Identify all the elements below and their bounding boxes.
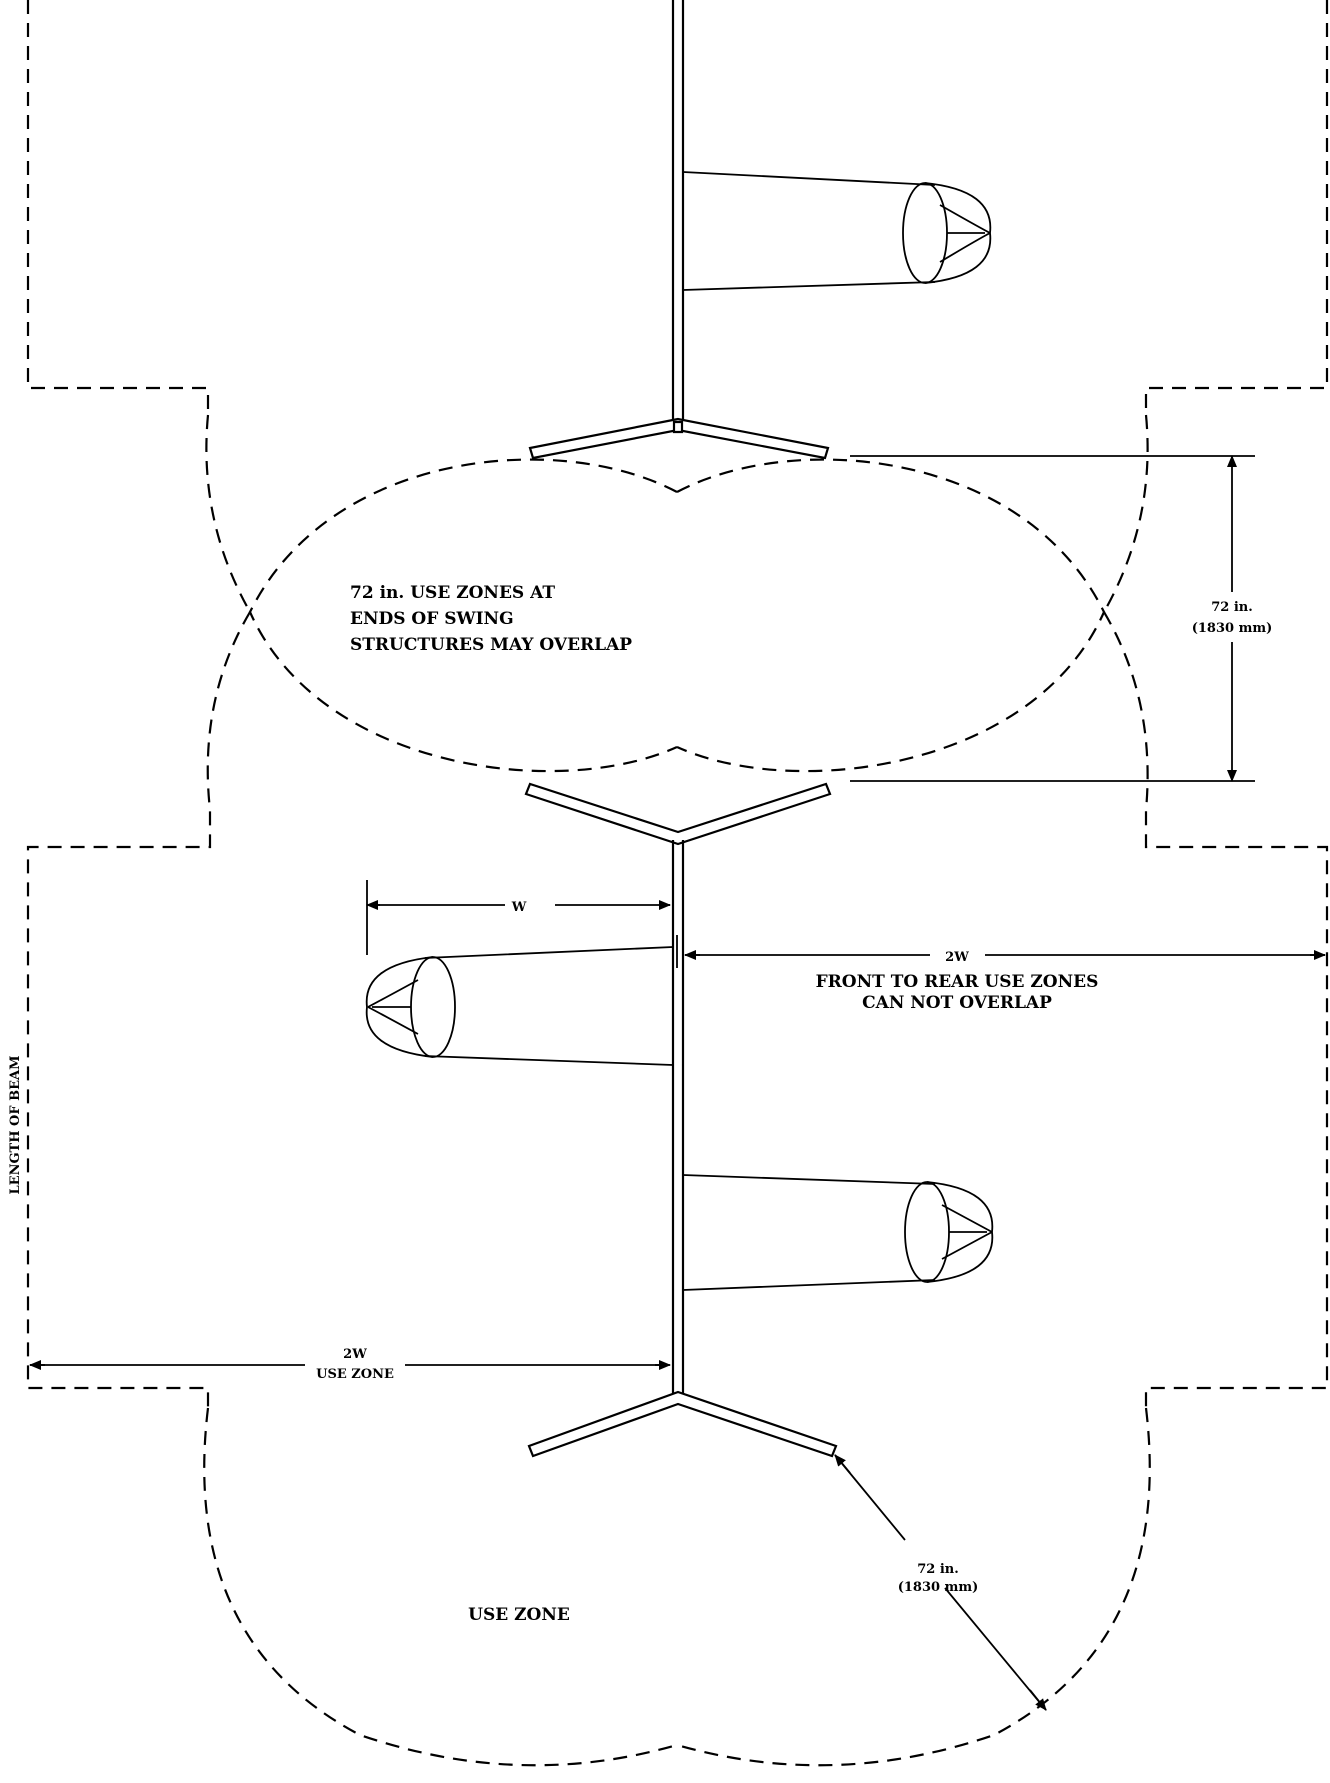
use-zone-dimension [29, 1355, 674, 1390]
dim-right-line1: 72 in. [1211, 600, 1253, 615]
lower-right-swing-seat [682, 1174, 994, 1291]
bottom-dim-line2: (1830 mm) [898, 1580, 979, 1595]
dim-right-line2: (1830 mm) [1192, 621, 1273, 636]
overlap-note-line2: ENDS OF SWING [350, 609, 514, 629]
upper-swing-seat [682, 171, 992, 291]
lower-left-swing-seat [365, 946, 674, 1066]
front-rear-note-line2: CAN NOT OVERLAP [862, 993, 1052, 1013]
w-dimension [366, 880, 671, 955]
front-rear-dimension [676, 935, 1326, 968]
upper-use-zone-boundary [26, 0, 1329, 613]
use-zone-dim-label: USE ZONE [316, 1367, 394, 1382]
upper-swing-structure [528, 0, 830, 460]
overlap-note-line1: 72 in. USE ZONES AT [350, 583, 555, 603]
use-zone-2w: 2W [343, 1347, 367, 1362]
w-label: W [511, 900, 527, 915]
front-rear-note-line1: FRONT TO REAR USE ZONES [816, 972, 1099, 992]
beam-length-label: LENGTH OF BEAM [8, 1056, 23, 1195]
overlap-note-line3: STRUCTURES MAY OVERLAP [350, 635, 632, 655]
front-rear-2w: 2W [945, 950, 969, 965]
lower-swing-structure [524, 782, 838, 1458]
use-zone-label: USE ZONE [468, 1605, 570, 1625]
bottom-dim-line1: 72 in. [917, 1562, 959, 1577]
bottom-radius-dimension [834, 1454, 1047, 1711]
lower-use-zone-boundary [26, 611, 1329, 1767]
dim-label-mask [1178, 592, 1288, 642]
